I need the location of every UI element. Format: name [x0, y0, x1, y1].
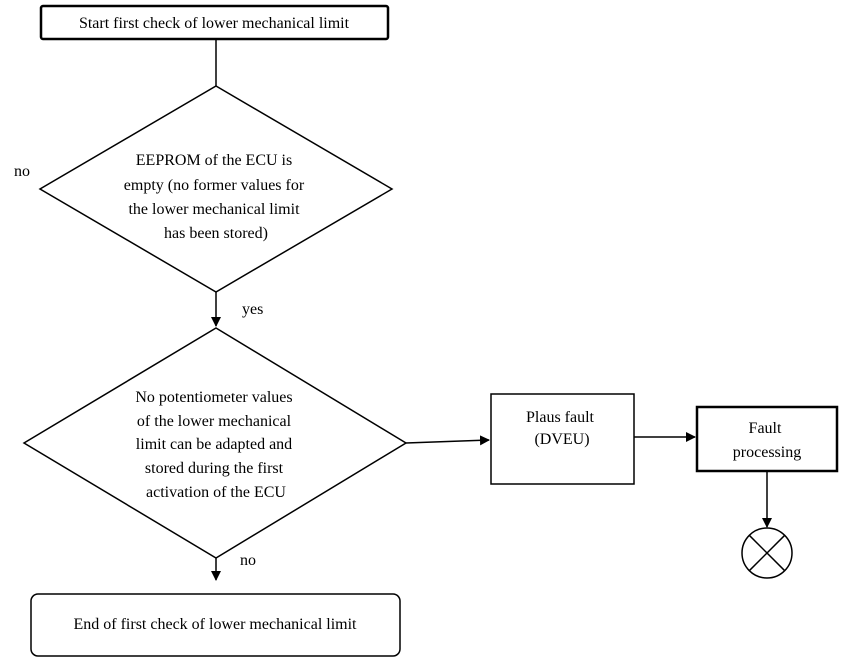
no-label-bottom: no — [240, 552, 256, 569]
decision1-line: the lower mechanical limit — [128, 201, 300, 218]
no-label-left: no — [14, 163, 30, 180]
plaus-fault-text: Plaus fault (DVEU) — [526, 409, 598, 448]
terminator-x-icon — [741, 527, 793, 579]
end-label: End of first check of lower mechanical l… — [73, 616, 357, 633]
decision1-line: empty (no former values for — [124, 177, 305, 194]
end-node: End of first check of lower mechanical l… — [30, 593, 401, 657]
connector-decision2-plaus — [405, 435, 490, 446]
fault-processing-line: Fault — [749, 420, 782, 437]
decision2-node: No potentiometer values of the lower mec… — [22, 327, 408, 559]
fault-processing-line: processing — [733, 444, 801, 461]
decision2-text: No potentiometer values of the lower mec… — [135, 389, 296, 501]
decision1-text: EEPROM of the ECU is empty (no former va… — [124, 152, 308, 242]
fault-processing-text: Fault processing — [733, 420, 801, 461]
decision2-line: No potentiometer values — [135, 389, 292, 406]
decision2-line: activation of the ECU — [146, 484, 286, 501]
start-label: Start first check of lower mechanical li… — [79, 15, 350, 32]
decision1-node: EEPROM of the ECU is empty (no former va… — [38, 85, 394, 293]
decision2-line: of the lower mechanical — [137, 413, 292, 430]
decision1-line: EEPROM of the ECU is — [136, 152, 292, 169]
decision1-line: has been stored) — [164, 225, 268, 242]
yes-label: yes — [242, 301, 263, 318]
start-node: Start first check of lower mechanical li… — [39, 4, 390, 41]
fault-processing-node: Fault processing — [695, 405, 839, 473]
decision2-line: stored during the first — [145, 460, 284, 477]
decision2-line: limit can be adapted and — [136, 436, 292, 453]
plaus-fault-line: Plaus fault — [526, 409, 595, 426]
plaus-fault-node: Plaus fault (DVEU) — [490, 393, 635, 485]
plaus-fault-line: (DVEU) — [534, 431, 589, 448]
